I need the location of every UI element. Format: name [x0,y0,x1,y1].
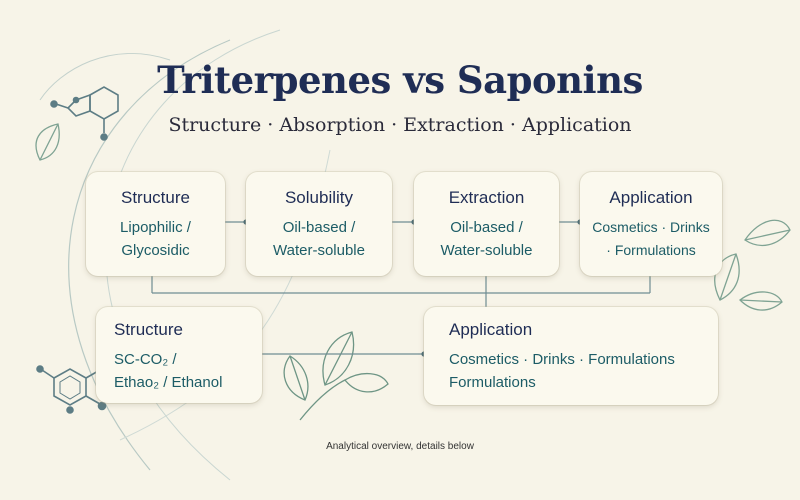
card-line: SC-CO₂ / [114,351,177,368]
structure-card: Structure Lipophilic / Glycosidic [86,172,225,276]
decorative-arc [39,53,171,101]
card-title: Structure [121,188,190,207]
card-line: Formulations [449,374,536,391]
page-subtitle: Structure · Absorption · Extraction · Ap… [168,114,632,136]
leaf-icon [714,253,783,311]
card-title: Extraction [448,188,525,207]
leaf-icon [744,219,791,247]
card-text: Oil-based / Water-soluble [414,216,559,262]
card-text: Lipophilic / Glycosidic [86,216,225,262]
card-line: Water-soluble [440,242,533,259]
card-text: SC-CO₂ / Ethao₂ / Ethanol [114,348,262,394]
footer-note: Analytical overview, details below [326,441,474,452]
card-title: Solubility [284,188,354,207]
card-line: Ethao₂ / Ethanol [114,374,223,391]
card-title: Structure [114,320,183,339]
card-text: Cosmetics · Drinks · Formulations [580,216,722,262]
application-card: Application Cosmetics · Drinks · Formula… [580,172,722,276]
card-title: Application [609,188,693,207]
card-line: Lipophilic / [120,219,191,236]
molecule-icon [50,86,119,141]
card-title: Application [449,320,533,339]
leaf-icon [283,331,389,421]
card-line: Oil-based / [450,219,523,236]
card-line: Oil-based / [282,219,356,236]
card-text: Cosmetics · Drinks · Formulations Formul… [449,348,718,394]
card-line: Cosmetics · Drinks [592,219,710,235]
solubility-card: Solubility Oil-based / Water-soluble [246,172,392,276]
page-title: Triterpenes vs Saponins [157,58,643,102]
connector-lines [151,221,651,355]
card-line: · Formulations [606,242,696,258]
card-line: Water-soluble [273,242,365,259]
card-line: Cosmetics · Drinks · Formulations [449,351,675,368]
card-text: Oil-based / Water-soluble [246,216,392,262]
extraction-method-card: Structure SC-CO₂ / Ethao₂ / Ethanol [96,307,262,403]
application-detail-card: Application Cosmetics · Drinks · Formula… [424,307,718,405]
card-line: Glycosidic [121,242,190,259]
extraction-card: Extraction Oil-based / Water-soluble [414,172,559,276]
leaf-icon [35,123,60,161]
